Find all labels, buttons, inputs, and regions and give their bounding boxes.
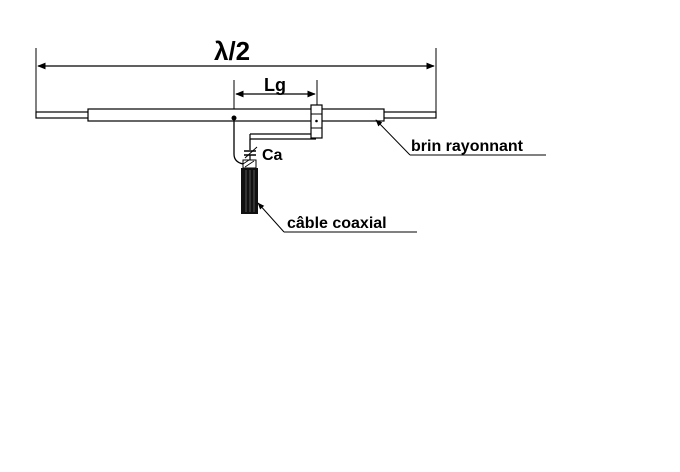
ca-label: Ca [262,147,283,164]
capacitor-symbol [244,146,258,160]
gamma-match: Ca [231,104,323,165]
coax-callout: câble coaxial [257,202,417,233]
lambda-half-label: λ/2 [214,36,250,66]
radiator-label: brin rayonnant [411,138,524,155]
radiating-element [35,108,437,122]
lg-label: Lg [264,75,286,95]
coax-label: câble coaxial [287,215,387,232]
lambda-half-dimension: λ/2 [35,36,437,112]
lg-dimension: Lg [233,75,318,112]
coaxial-cable [241,159,258,214]
radiator-callout: brin rayonnant [375,119,546,156]
